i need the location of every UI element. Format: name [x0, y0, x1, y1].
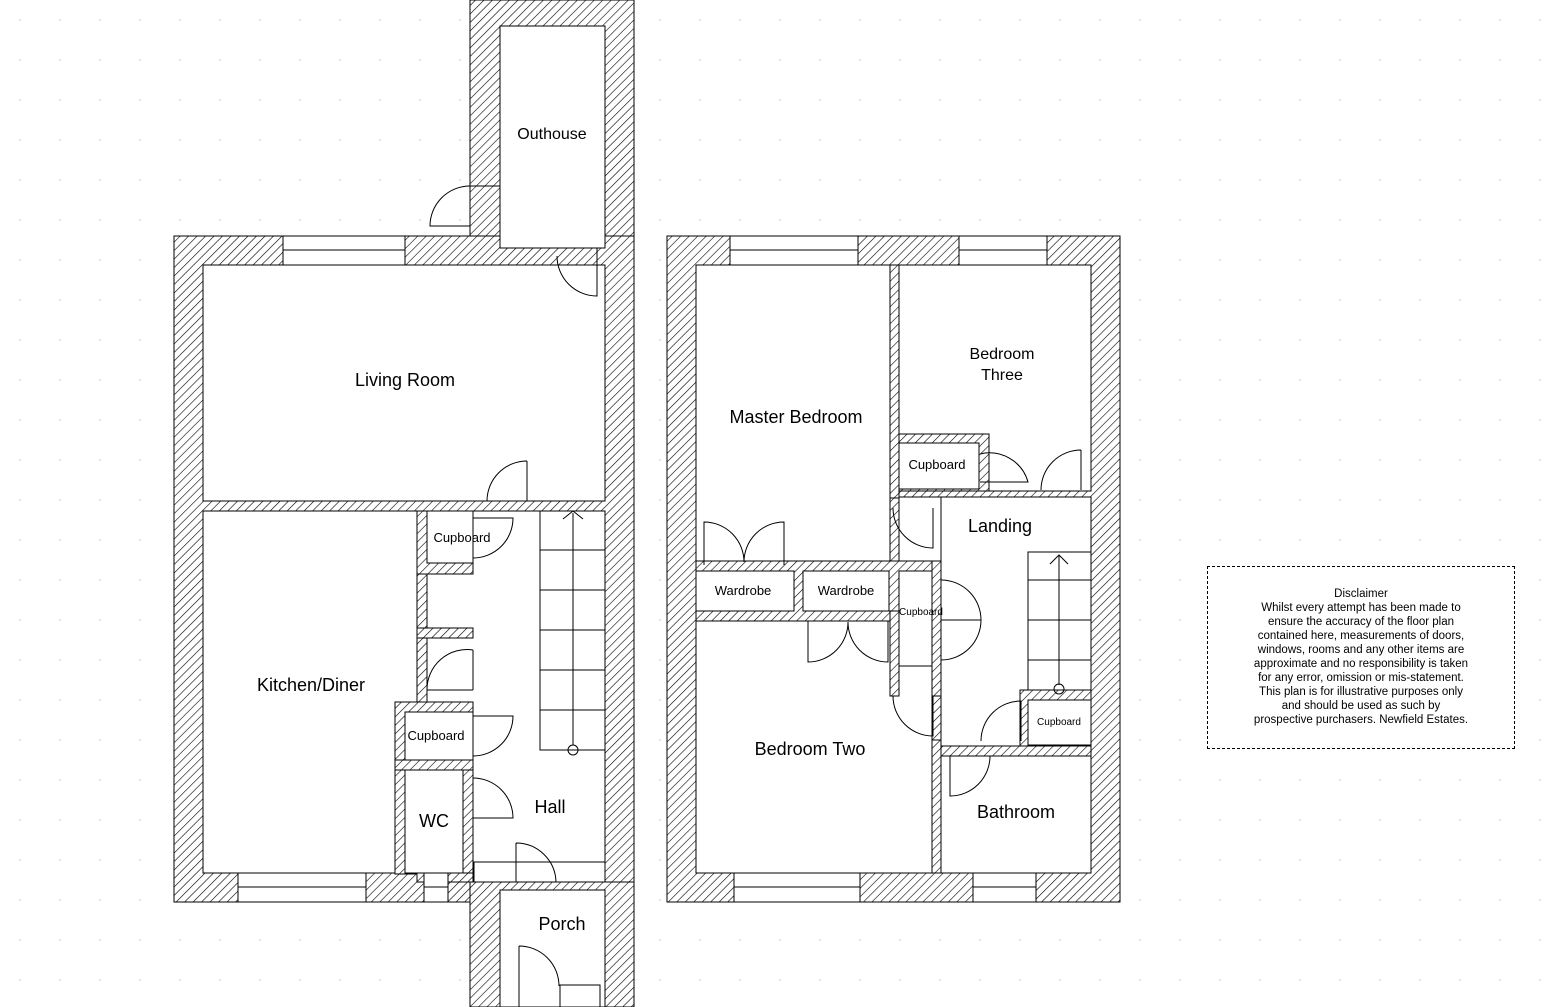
cupboard-upper-label: Cupboard	[433, 530, 490, 545]
cupboard-stairs	[1027, 699, 1092, 746]
hall-label: Hall	[534, 797, 565, 817]
cupboard-landing-label: Cupboard	[899, 607, 943, 618]
disclaimer-line: ensure the accuracy of the floor plan	[1267, 616, 1455, 628]
bathroom-label: Bathroom	[977, 802, 1055, 822]
bathroom-room	[940, 755, 1092, 874]
disclaimer-line: prospective purchasers. Newfield Estates…	[1253, 714, 1469, 726]
disclaimer-line: and should be used as such by	[1281, 700, 1441, 712]
wardrobe-right	[802, 570, 890, 612]
first-floor	[666, 235, 1121, 903]
landing-label: Landing	[968, 516, 1032, 536]
disclaimer-line: for any error, omission or mis-statement…	[1258, 672, 1464, 684]
disclaimer-line: This plan is for illustrative purposes o…	[1259, 686, 1463, 698]
bedroom-two-label: Bedroom Two	[755, 739, 866, 759]
wc-label: WC	[419, 811, 449, 831]
cupboard-stairs-label: Cupboard	[1037, 717, 1081, 728]
kitchen-diner-label: Kitchen/Diner	[257, 675, 365, 695]
disclaimer-title: Disclaimer	[1334, 588, 1388, 600]
cupboard-bed3-label: Cupboard	[908, 457, 965, 472]
cupboard-bed3	[898, 442, 980, 490]
wardrobe-left	[695, 570, 795, 612]
disclaimer-box: Disclaimer Whilst every attempt has been…	[1207, 566, 1515, 749]
cupboard-landing	[898, 570, 933, 667]
cupboard-upper	[426, 510, 474, 564]
living-room	[202, 264, 606, 502]
master-bedroom-label: Master Bedroom	[729, 407, 862, 427]
disclaimer-line: contained here, measurements of doors,	[1257, 630, 1465, 642]
wardrobe-right-label: Wardrobe	[818, 583, 875, 598]
outhouse-room	[499, 25, 606, 249]
porch-label: Porch	[538, 914, 585, 934]
outhouse-label: Outhouse	[517, 126, 586, 143]
cupboard-lower-label: Cupboard	[407, 728, 464, 743]
kitchen-diner-room	[202, 510, 418, 874]
disclaimer-line: Whilst every attempt has been made to	[1261, 602, 1461, 614]
living-room-label: Living Room	[355, 370, 455, 390]
ground-floor	[173, 0, 635, 1007]
bedroom-three-label-line2: Three	[981, 367, 1023, 384]
bedroom-three-label-line1: Bedroom	[970, 346, 1035, 363]
wardrobe-left-label: Wardrobe	[715, 583, 772, 598]
disclaimer-line: approximate and no responsibility is tak…	[1253, 658, 1469, 670]
disclaimer-line: windows, rooms and any other items are	[1257, 644, 1465, 656]
